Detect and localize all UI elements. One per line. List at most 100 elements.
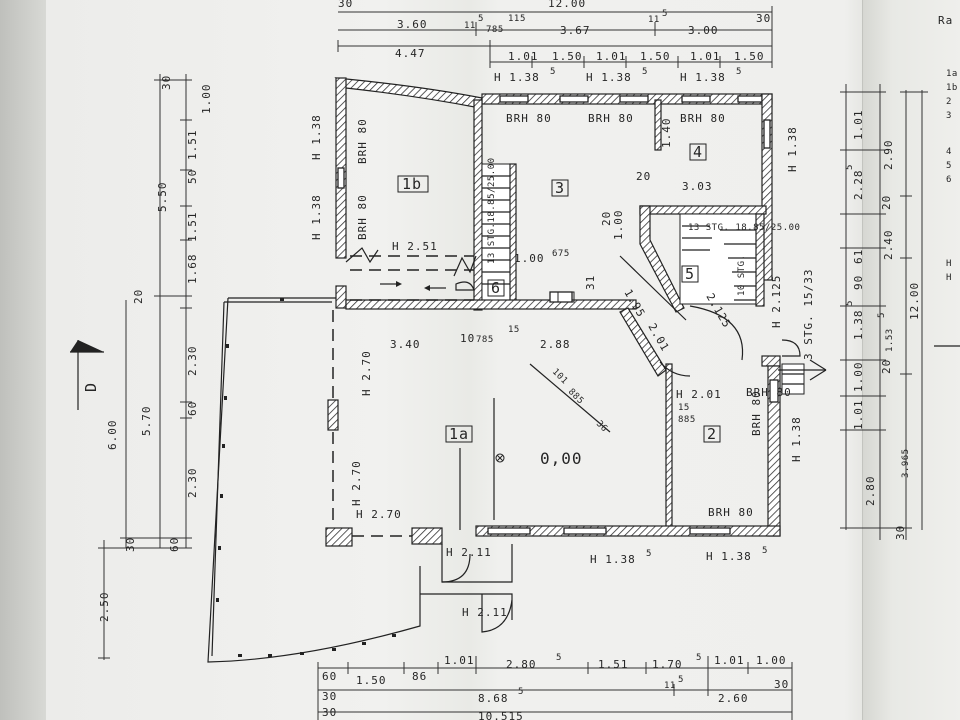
dim-top-d: 11 [508,14,520,24]
brh-2-bottom: BRH 80 [708,506,754,519]
sup-h-a: 5 [550,67,556,77]
brh-3-a: BRH 80 [506,112,552,125]
dim-top-h: 30 [756,12,771,25]
dim-bottom-260: 2.60 [718,692,749,705]
dim-right-280: 2.80 [864,476,877,507]
room-label-4: 4 [693,143,703,161]
sup-bottom-170: 5 [696,653,702,663]
dim-bottom-100: 1.00 [756,654,787,667]
legend-title: Ra [938,14,953,27]
dim-right-3965: 3.965 [901,448,911,478]
dim-top-a: 3.60 [397,18,428,31]
dim-top-e: 3.67 [560,24,591,37]
dim-right-20b: 20 [880,359,893,374]
dim-top-101c: 1.01 [690,50,721,63]
dim-bottom-30b: 30 [774,678,789,691]
brh-4: BRH 80 [680,112,726,125]
top-window-h-a: H 1.38 [494,71,540,84]
dim-15b: 15 [678,403,690,413]
stair-5-label: 10 STG. [737,255,747,296]
top-dimension-chains: 12.00 30 3.60 11 5 785 11 5 3.67 11 5 3.… [337,0,773,84]
h-1b-left-a: H 1.38 [310,194,323,240]
center-mark-icon [495,453,505,463]
dim-right-101b: 1.01 [852,400,865,431]
stair-ext-label: 3 STG. 15/33 [802,269,815,360]
dim-left-250: 2.50 [98,592,111,623]
h-211-b: H 2.11 [462,606,508,619]
dim-left-550: 5.50 [156,182,169,213]
dim-bottom-150: 1.50 [356,674,387,687]
brh-2-side: BRH 80 [750,390,763,436]
dim-left-570: 5.70 [140,406,153,437]
dim-right-228: 2.28 [852,170,865,201]
level-mark: 0,00 [540,449,583,468]
dim-31: 31 [584,275,597,290]
sup-bottom-b: 5 [762,546,768,556]
dim-left-60b: 60 [168,537,181,552]
dim-left-151a: 1.51 [186,130,199,161]
dim-885: 885 [678,415,696,425]
h-bottom-a: H 1.38 [590,553,636,566]
sup-bottom-868: 5 [518,687,524,697]
dim-bottom-86: 86 [412,670,427,683]
dim-left-20: 20 [132,289,145,304]
dim-top-c: 785 [486,25,504,35]
dim-right-240: 2.40 [882,230,895,261]
h-right-top: H 1.38 [786,126,799,172]
dim-right-61: 61 [852,249,865,264]
sup-right-138: 5 [845,300,855,306]
legend-item-5: 5 [946,161,952,171]
legend-item-4: 4 [946,147,952,157]
dim-100-h: 1.00 [514,252,545,265]
dim-left-30b: 30 [124,537,137,552]
diag-885: 885 [566,387,586,407]
dim-right-153: 1.53 [885,328,895,352]
dim-right-101a: 1.01 [852,110,865,141]
legend-extra-b: H [946,273,952,283]
bottom-dimension-chains: 60 1.50 86 1.01 2.80 5 1.51 1.70 5 1.01 … [317,653,793,720]
paper-edge-left [0,0,46,720]
dim-right-138: 1.38 [852,310,865,341]
h-270-b: H 2.70 [350,460,363,506]
dim-15: 15 [508,325,520,335]
plan-annotations: H 1.38 H 1.38 BRH 80 BRH 80 H 2.51 BRH 8… [310,112,815,619]
dim-left-60a: 60 [186,401,199,416]
h-251: H 2.51 [392,240,438,253]
sup-5c: 5 [662,9,668,19]
dim-total-width: 12.00 [548,0,586,10]
dim-bottom-101a: 1.01 [444,654,475,667]
brh-3-b: BRH 80 [588,112,634,125]
h-211-a: H 2.11 [446,546,492,559]
legend-item-2: 2 [946,97,952,107]
dim-10: 10 [460,332,475,345]
h-270-c: H 2.70 [356,508,402,521]
dim-top-101a: 1.01 [508,50,539,63]
h-270-a: H 2.70 [360,350,373,396]
dim-303: 3.03 [682,180,713,193]
brh-1b-a: BRH 80 [356,194,369,240]
dim-left-168: 1.68 [186,254,199,285]
h-201: H 2.01 [676,388,722,401]
room-label-1b: 1b [402,175,422,193]
dim-left-50: 50 [186,169,199,184]
dim-bottom-868: 8.68 [478,692,509,705]
brh-1b-b: BRH 80 [356,118,369,164]
dim-20-a: 20 [636,170,651,183]
stair-right-label: 13 STG. 18.85/25.00 [688,223,800,233]
dim-675: 675 [552,249,570,259]
building-walls [325,77,827,633]
dim-140: 1.40 [660,118,673,149]
room-label-5: 5 [685,265,695,283]
dim-left-100: 1.00 [200,84,213,115]
room-label-1a: 1a [449,425,469,443]
dim-top-b: 11 [464,21,476,31]
dim-100-v: 1.00 [612,210,625,241]
legend-extra-a: H [946,259,952,269]
dim-bottom-30a: 30 [322,690,337,703]
dim-bottom-10515: 10.515 [478,710,524,720]
h-bottom-b: H 1.38 [706,550,752,563]
dim-top-101b: 1.01 [596,50,627,63]
dim-left-600: 6.00 [106,420,119,451]
room-legend: Ra 1a 1b 2 3 4 5 6 H H [934,14,960,347]
